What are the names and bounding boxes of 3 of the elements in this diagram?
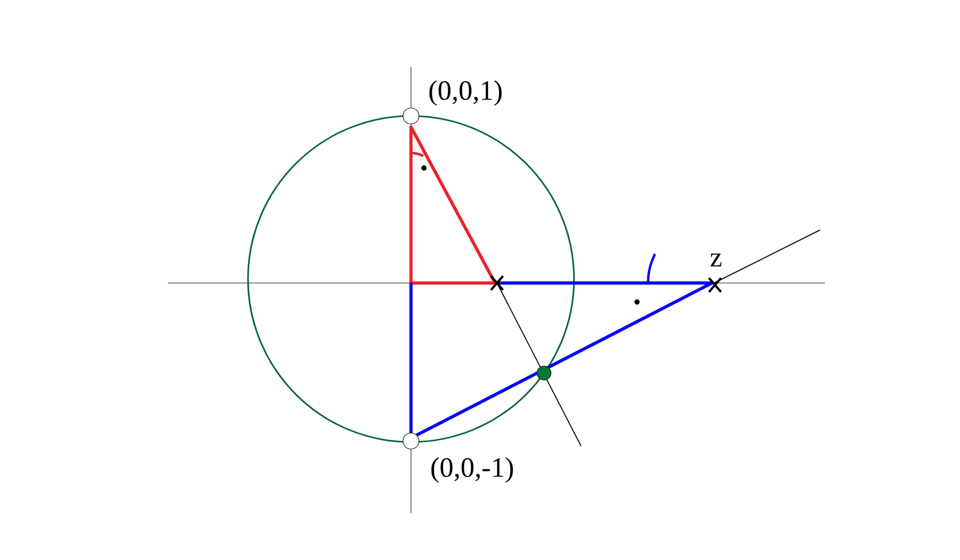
point-label: (0,0,1) bbox=[429, 80, 502, 106]
point-label: z bbox=[710, 254, 722, 266]
point-label: (0,0,-1) bbox=[431, 457, 513, 483]
